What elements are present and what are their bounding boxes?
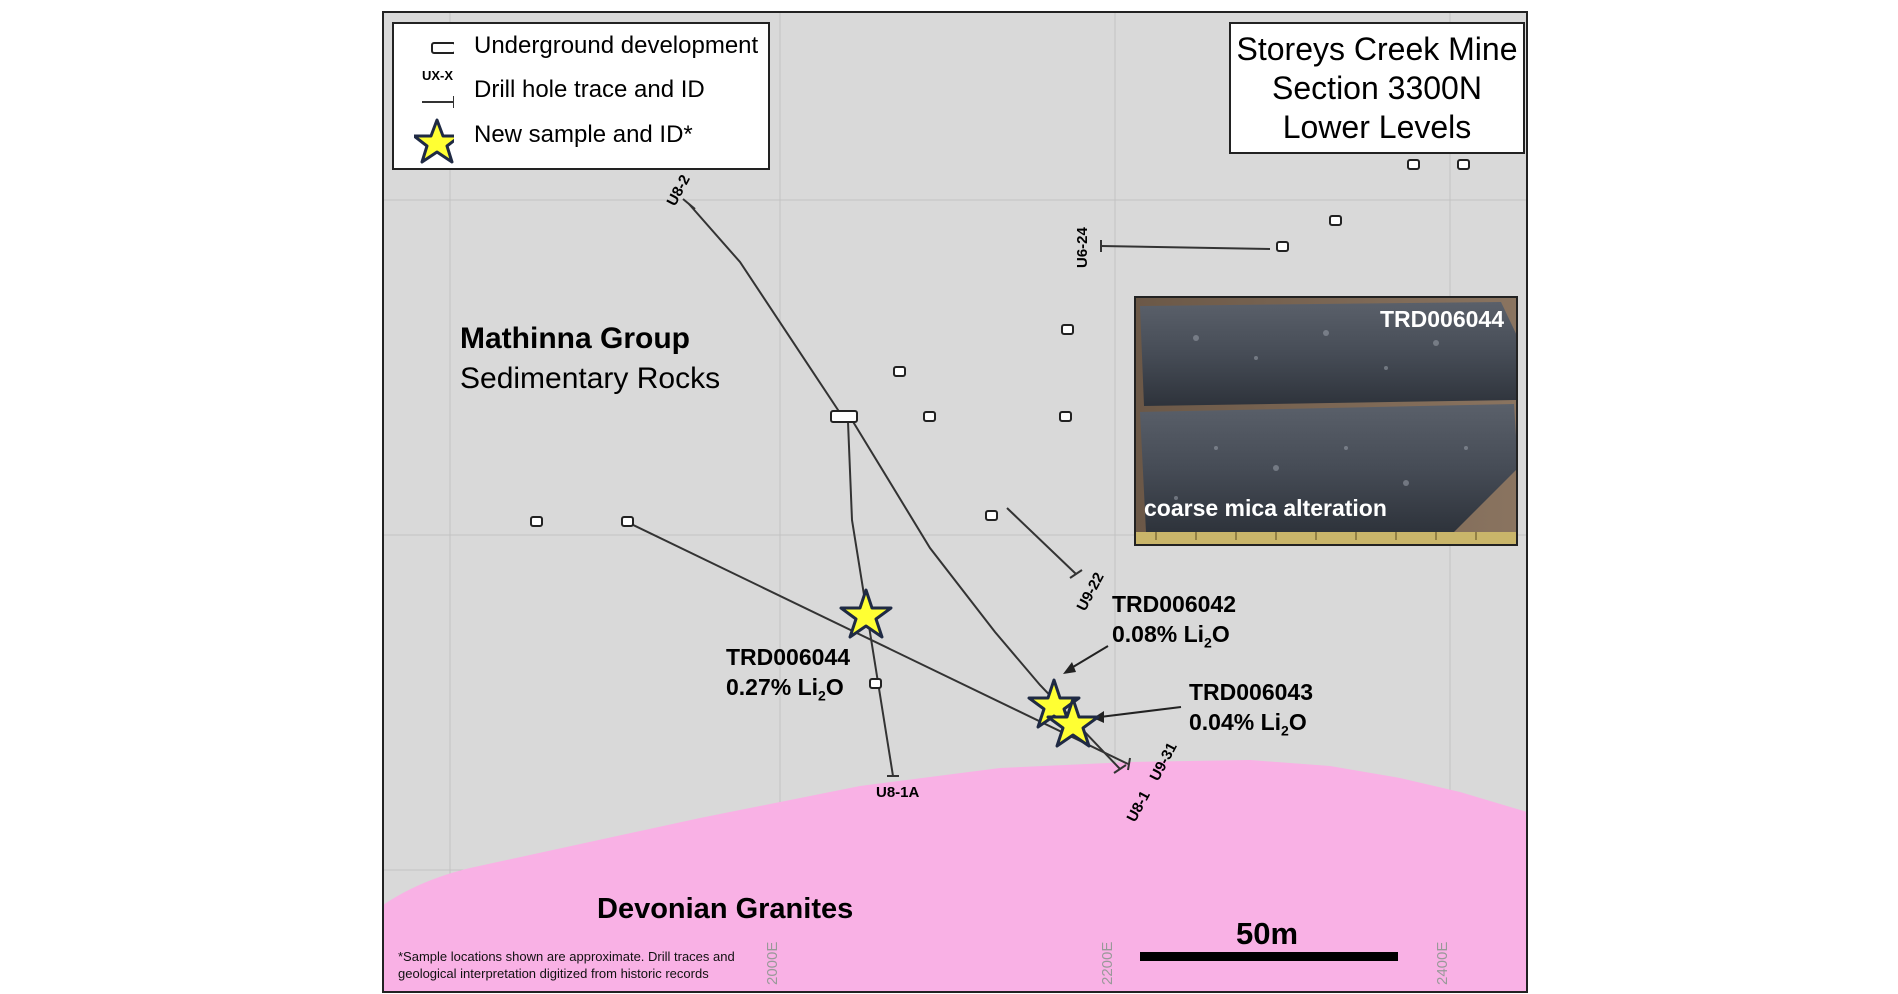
sample-star-trd006043 — [1046, 697, 1100, 748]
sample-value-subscript: 2 — [1204, 634, 1212, 651]
inset-sample-id: TRD006044 — [1379, 306, 1504, 332]
title-line-2: Section 3300N — [1272, 70, 1482, 106]
sample-value-suffix: O — [1211, 621, 1230, 647]
core-photo-inset: TRD006044 coarse mica alteration — [1134, 296, 1518, 546]
sample-label-trd006044: TRD006044 0.27% Li2O — [726, 642, 850, 711]
scale-label: 50m — [1236, 916, 1299, 951]
title-line-1: Storeys Creek Mine — [1236, 31, 1518, 67]
sample-value-suffix: O — [825, 674, 844, 700]
inset-caption: coarse mica alteration — [1144, 495, 1387, 521]
drill-trace-u6-24 — [1100, 245, 1271, 250]
granite-body — [383, 760, 1527, 992]
grid-label-2000e: 2000E — [764, 942, 781, 985]
map-frame — [382, 11, 1528, 993]
sample-stars — [839, 588, 1100, 748]
legend-star-symbol — [414, 118, 454, 164]
sample-value-suffix: O — [1288, 709, 1307, 735]
legend: Underground development UX-X Drill hole … — [392, 22, 770, 170]
scale-bar — [1140, 952, 1398, 961]
sample-star-trd006044 — [839, 588, 893, 639]
drill-trace-u9-22 — [1006, 507, 1077, 575]
legend-drill-label: Drill hole trace and ID — [474, 76, 705, 103]
unit-label-mathinna: Mathinna Group — [460, 322, 690, 355]
legend-symbols — [414, 42, 454, 164]
grid-label-2200e: 2200E — [1099, 942, 1116, 985]
sample-value-subscript: 2 — [1281, 722, 1289, 739]
sample-arrows — [1067, 645, 1182, 718]
footnote: *Sample locations shown are approximate.… — [398, 948, 778, 982]
legend-sample-label: New sample and ID* — [474, 121, 693, 148]
underground-markers — [530, 159, 1470, 689]
sample-id-trd006043: TRD006043 — [1189, 679, 1314, 705]
sample-id-trd006042: TRD006042 — [1112, 591, 1237, 617]
sample-value-trd006044: 0.27% Li — [726, 674, 819, 700]
drill-trace-u8-1a — [847, 421, 894, 777]
sample-id-trd006044: TRD006044 — [726, 644, 851, 670]
drill-label-u6-24: U6-24 — [1074, 226, 1091, 268]
footnote-line-1: *Sample locations shown are approximate.… — [398, 949, 735, 964]
legend-underground-symbol — [431, 42, 454, 54]
drill-label-u8-1a: U8-1A — [876, 784, 920, 801]
sample-value-subscript: 2 — [818, 687, 826, 704]
grid-label-2400e: 2400E — [1434, 942, 1451, 985]
title-line-3: Lower Levels — [1282, 109, 1472, 145]
legend-drill-tag: UX-X — [422, 68, 454, 83]
legend-underground-label: Underground development — [474, 32, 759, 59]
core-photo — [1136, 298, 1516, 544]
sample-label-trd006042: TRD006042 0.08% Li2O — [1112, 589, 1236, 658]
unit-label-granites: Devonian Granites — [597, 893, 854, 925]
sample-label-trd006043: TRD006043 0.04% Li2O — [1189, 677, 1313, 746]
drill-trace-u8-2 — [688, 203, 843, 417]
unit-label-sedimentary: Sedimentary Rocks — [460, 362, 721, 395]
title-box: Storeys Creek Mine Section 3300N Lower L… — [1229, 22, 1525, 154]
sample-value-trd006042: 0.08% Li — [1112, 621, 1205, 647]
sample-value-trd006043: 0.04% Li — [1189, 709, 1282, 735]
footnote-line-2: geological interpretation digitized from… — [398, 966, 709, 981]
arrow-head-trd006042 — [1063, 662, 1076, 674]
